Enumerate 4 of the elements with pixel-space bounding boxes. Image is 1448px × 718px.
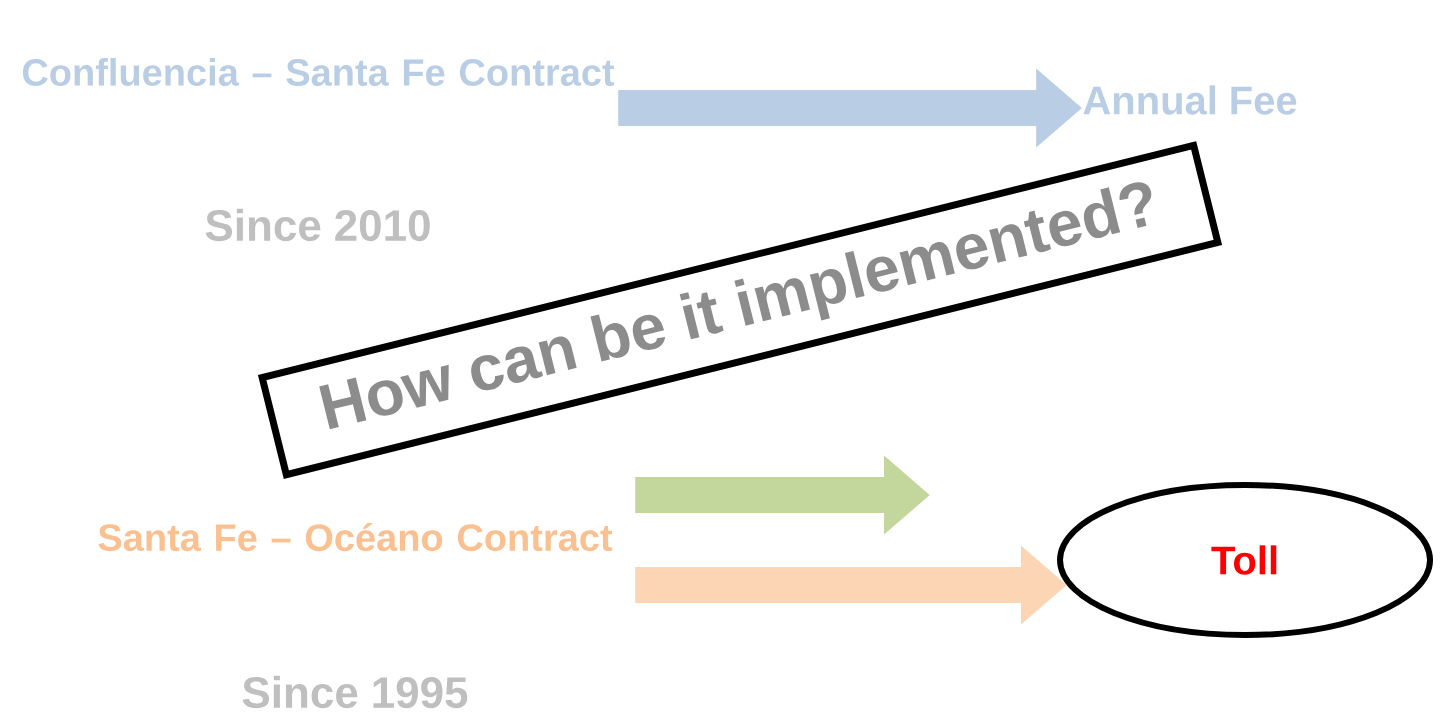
contract-label: Confluencia – Santa Fe Contract — [22, 58, 615, 86]
contract-label: Santa Fe – Océano Contract — [98, 522, 613, 552]
year-label: Since 1995 — [242, 675, 468, 709]
fee-label: Annual Fee — [1083, 85, 1297, 115]
